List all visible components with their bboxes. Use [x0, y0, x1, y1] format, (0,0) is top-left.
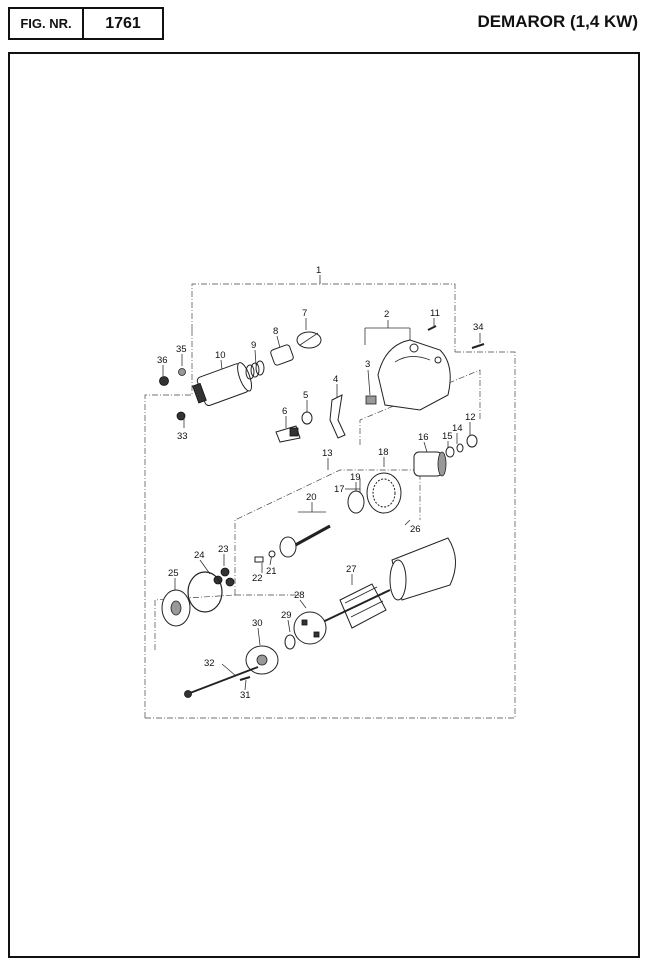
through-bolt-part: [184, 666, 259, 698]
nut-33-part: [176, 411, 186, 421]
callout-18: 18: [378, 447, 389, 458]
cover-part: [161, 589, 191, 627]
callout-29: 29: [281, 610, 292, 621]
pin-22-part: [254, 556, 264, 563]
figure-label: FIG. NR.: [10, 9, 84, 38]
starter-parts: [159, 325, 485, 698]
callout-10: 10: [215, 350, 226, 361]
callout-24: 24: [194, 550, 205, 561]
callout-35: 35: [176, 344, 187, 355]
callout-21: 21: [266, 566, 277, 577]
shaft-part: [279, 524, 331, 558]
end-frame-part: [245, 645, 279, 675]
outer-frame-left: [144, 330, 193, 718]
bolt-34-part: [471, 343, 485, 349]
callout-28: 28: [294, 590, 305, 601]
outer-frame-bottom: [145, 470, 516, 719]
callout-7: 7: [302, 308, 307, 319]
group-13-frame: [234, 469, 421, 595]
callout-16: 16: [418, 432, 429, 443]
solenoid-part: [192, 362, 253, 406]
callout-14: 14: [452, 423, 463, 434]
callout-11: 11: [430, 308, 440, 319]
group-25-frame: [154, 594, 236, 650]
clutch-part: [413, 451, 447, 477]
callout-33: 33: [177, 431, 188, 442]
plunger-part: [270, 344, 294, 366]
cap-part: [296, 331, 322, 349]
callout-34: 34: [473, 322, 484, 333]
callout-26: 26: [410, 524, 421, 535]
callout-19: 19: [350, 472, 361, 483]
callout-17: 17: [334, 484, 345, 495]
callout-27: 27: [346, 564, 357, 575]
figure-number-box: FIG. NR. 1761: [8, 7, 164, 40]
callout-36: 36: [157, 355, 168, 366]
page-title: DEMAROR (1,4 KW): [477, 12, 638, 31]
callout-4: 4: [333, 374, 338, 385]
ring-15-part: [445, 446, 455, 458]
callout-25: 25: [168, 568, 179, 579]
nut-36-part: [159, 376, 169, 386]
yoke-part: [389, 537, 456, 601]
callout-30: 30: [252, 618, 263, 629]
callout-12: 12: [465, 412, 476, 423]
assembly-1-bracket: [191, 283, 456, 352]
spring-part: [245, 360, 265, 380]
ring-19-part: [347, 490, 365, 514]
callout-15: 15: [442, 431, 453, 442]
callout-13: 13: [322, 448, 333, 459]
callout-6: 6: [282, 406, 287, 417]
ring-gear-part: [366, 472, 402, 514]
callout-8: 8: [273, 326, 278, 337]
callout-1: 1: [316, 265, 321, 276]
washer-5-part: [301, 411, 313, 425]
diagram-frame: [8, 52, 640, 958]
nut-35-part: [178, 368, 186, 376]
outer-frame-right: [455, 351, 516, 470]
ring-12-part: [466, 434, 478, 448]
gasket-part: [187, 571, 223, 613]
pin-21-part: [268, 550, 276, 558]
pinion-part: [365, 395, 377, 405]
figure-number: 1761: [105, 14, 141, 32]
bearing-part: [284, 634, 296, 650]
lever-part: [329, 394, 346, 439]
drive-housing-part: [377, 339, 451, 411]
brush-holder-part: [293, 611, 327, 645]
callout-3: 3: [365, 359, 370, 370]
callout-5: 5: [303, 390, 308, 401]
callout-9: 9: [251, 340, 256, 351]
callout-31: 31: [240, 690, 251, 701]
callout-23: 23: [218, 544, 229, 555]
screw-31-part: [239, 676, 251, 681]
callout-2: 2: [384, 309, 389, 320]
bolt-11-part: [427, 325, 437, 331]
callout-20: 20: [306, 492, 317, 503]
callout-labels: 1 2 3 4 5 6 7 8 9 10 11 12 13 14 15 16 1…: [157, 265, 484, 701]
callout-22: 22: [252, 573, 263, 584]
group-outlines: [144, 283, 516, 719]
ring-14-part: [456, 443, 464, 453]
pad-6-part: [275, 425, 301, 443]
callout-32: 32: [204, 658, 215, 669]
